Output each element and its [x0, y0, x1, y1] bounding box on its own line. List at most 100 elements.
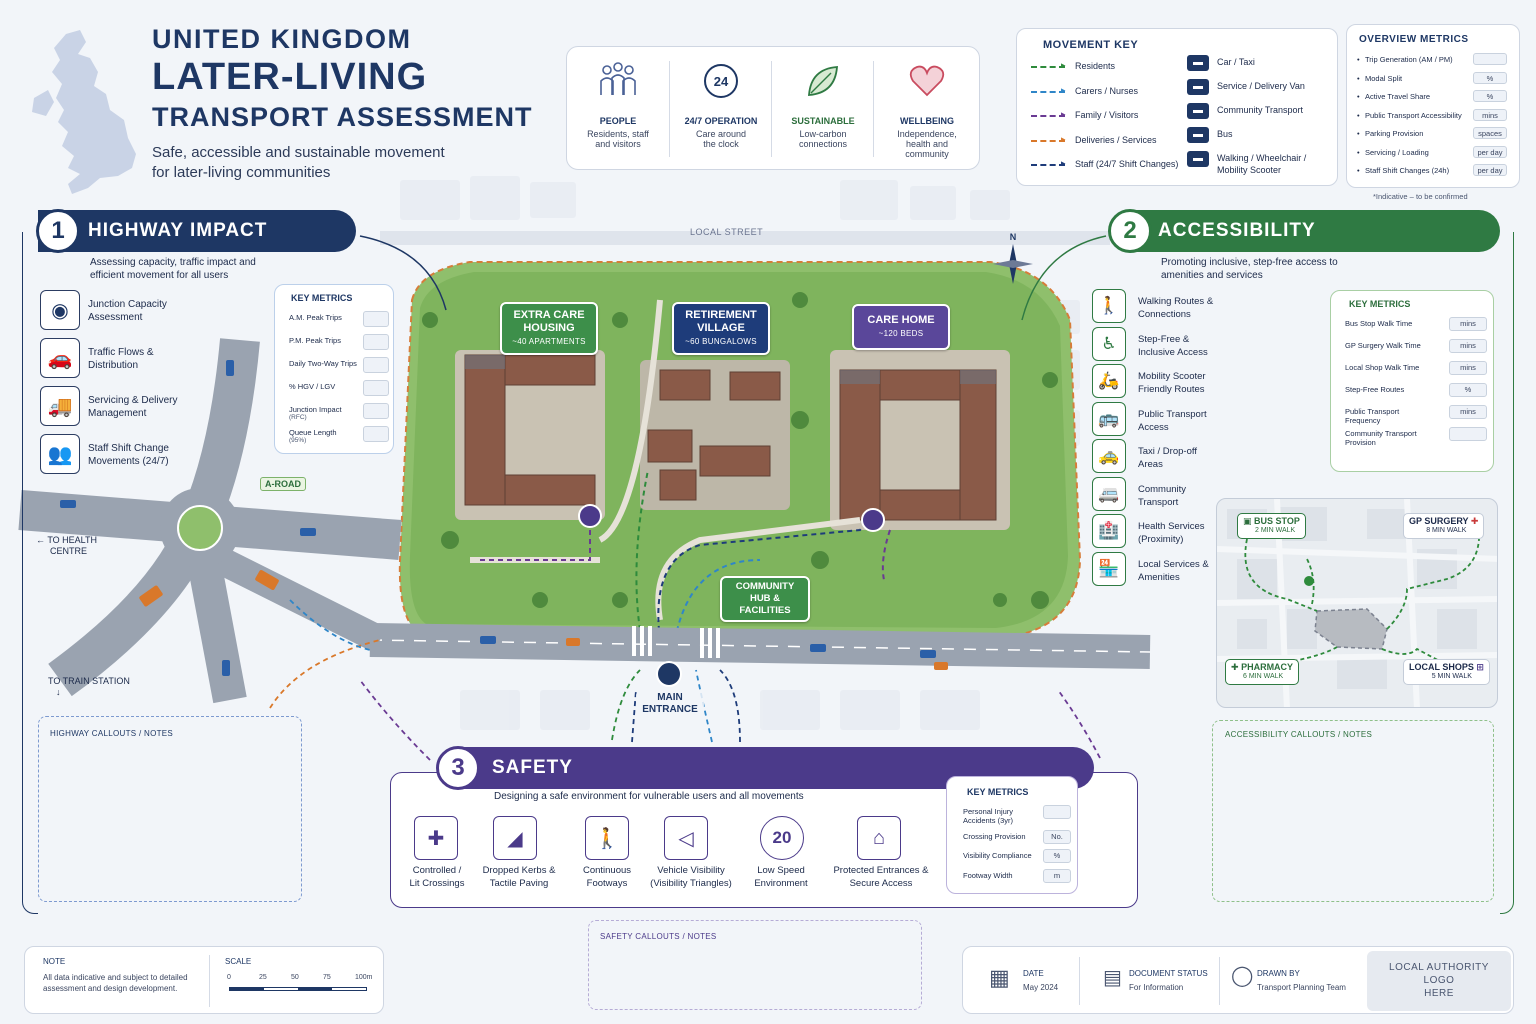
highway-metric-value[interactable]	[363, 357, 389, 373]
scooter-icon: 🛵	[1092, 364, 1126, 398]
footway-icon: 🚶	[585, 816, 629, 860]
highway-item-label: Movements (24/7)	[88, 456, 169, 467]
safety-metric-value[interactable]: %	[1043, 849, 1071, 863]
access-metric-value[interactable]: mins	[1449, 317, 1487, 331]
access-callouts-box[interactable]	[1212, 720, 1494, 902]
safety-desc: Designing a safe environment for vulnera…	[494, 791, 804, 802]
a-road-label: A-ROAD	[260, 477, 306, 491]
note-line-2: assessment and design development.	[43, 984, 178, 993]
subtitle-line-2: for later-living communities	[152, 164, 331, 181]
overview-metric-value[interactable]: spaces	[1473, 127, 1507, 139]
safety-callouts-title: SAFETY CALLOUTS / NOTES	[600, 932, 717, 941]
note-panel: NOTE All data indicative and subject to …	[24, 946, 384, 1014]
legend-line-label: Carers / Nurses	[1075, 85, 1139, 96]
van-icon: ▬	[1187, 79, 1209, 95]
access-metric-value[interactable]: mins	[1449, 405, 1487, 419]
safety-title: SAFETY	[492, 757, 573, 778]
access-metric-value[interactable]	[1449, 427, 1487, 441]
highway-item-label: Junction Capacity	[88, 299, 167, 310]
access-item-label: Public Transport	[1138, 408, 1207, 420]
minibus-icon: ▬	[1187, 103, 1209, 119]
overview-metric-label: Modal Split	[1365, 73, 1403, 83]
overview-metric-value[interactable]: %	[1473, 71, 1507, 84]
legend-line-label: Residents	[1075, 61, 1116, 71]
overview-metric-label: •	[1357, 55, 1362, 64]
gp-surgery-marker[interactable]: GP SURGERY ✚8 MIN WALK	[1403, 513, 1485, 539]
scale-title: SCALE	[225, 957, 252, 966]
local-shops-marker[interactable]: LOCAL SHOPS ⊞5 MIN WALK	[1403, 659, 1490, 685]
overview-metric-value[interactable]: per day	[1473, 145, 1507, 158]
shops-walk: 5 MIN WALK	[1431, 673, 1472, 680]
kerb-icon: ◢	[493, 816, 537, 860]
highway-metric-value[interactable]	[363, 380, 389, 396]
access-item-label: Friendly Routes	[1138, 384, 1205, 395]
access-metric-value[interactable]: %	[1449, 383, 1487, 397]
extra-care-line-2: HOUSING	[523, 322, 575, 334]
highway-item-label: Staff Shift Change	[88, 443, 169, 454]
safety-metric-value[interactable]: m	[1043, 869, 1071, 883]
access-number: 2	[1108, 209, 1152, 253]
access-metric-value[interactable]: mins	[1449, 361, 1487, 375]
highway-metric-value[interactable]	[363, 334, 389, 350]
document-info-panel: ▦ DATE May 2024 ▤ DOCUMENT STATUS For In…	[962, 946, 1514, 1014]
access-item-label: Step-Free &	[1138, 333, 1190, 345]
overview-metric-value[interactable]: mins	[1473, 108, 1507, 121]
pillar-title: WELLBEING	[900, 116, 954, 126]
bus-stop-name: BUS STOP	[1254, 516, 1300, 526]
safety-item-label: Vehicle Visibility	[657, 865, 725, 876]
pharmacy-cross-icon: ✚	[1231, 662, 1239, 672]
retirement-line-2: VILLAGE	[697, 322, 745, 334]
safety-metric-label: Visibility Compliance	[963, 851, 1032, 860]
highway-metric-value[interactable]	[363, 311, 389, 327]
to-health-line-2: CENTRE	[50, 546, 88, 556]
safety-item-label: Footways	[586, 878, 628, 889]
access-metric-value[interactable]: mins	[1449, 339, 1487, 353]
overview-metric-value[interactable]: %	[1473, 90, 1507, 102]
legend-vehicle-label: Walking / Wheelchair /	[1217, 153, 1307, 163]
movement-key-title: MOVEMENT KEY	[1043, 39, 1139, 51]
highway-item-label: Servicing & Delivery	[88, 395, 178, 406]
title-line-1: UNITED KINGDOM	[152, 24, 412, 54]
access-metric-sub: Frequency	[1345, 416, 1381, 425]
visibility-icon: ◁	[664, 816, 708, 860]
legend-line-swatch	[1031, 115, 1065, 117]
access-item-label: Walking Routes &	[1138, 296, 1214, 307]
scale-tick-label: 25	[259, 974, 267, 981]
to-train-label: TO TRAIN STATION↓	[48, 676, 130, 697]
wheelchair-icon: ♿	[1092, 326, 1126, 361]
highway-metric-value[interactable]	[363, 426, 389, 442]
highway-callouts-box[interactable]	[38, 716, 302, 902]
overview-metric-value[interactable]: per day	[1473, 164, 1507, 176]
overview-metric-label: Parking Provision	[1365, 129, 1424, 138]
scale-tick-label: 100m	[355, 974, 373, 981]
bus-stop-walk: 2 MIN WALK	[1255, 527, 1296, 534]
care-home-badge[interactable]: CARE HOME~120 BEDS	[852, 304, 950, 350]
highway-metric-value[interactable]	[363, 403, 389, 419]
entrance-line-2: ENTRANCE	[642, 704, 698, 715]
safety-metric-value[interactable]: No.	[1043, 830, 1071, 844]
safety-callouts-box[interactable]	[588, 920, 922, 1010]
safety-metric-label: Crossing Provision	[963, 832, 1026, 841]
status-label: DOCUMENT STATUS	[1129, 969, 1208, 978]
document-icon: ▤	[1103, 967, 1122, 989]
highway-metric-label: Daily Two-Way Trips	[289, 359, 357, 368]
safety-item-label: Controlled /	[412, 865, 462, 876]
legend-arrow-icon: ▸	[1061, 158, 1066, 168]
compass-north-label: N	[1009, 232, 1017, 242]
authority-logo-placeholder: LOCAL AUTHORITY LOGO HERE	[1367, 951, 1511, 1011]
safety-metric-sub: Accidents (3yr)	[963, 816, 1014, 825]
taxi-icon: 🚕	[1092, 439, 1126, 473]
access-metric-label: Bus Stop Walk Time	[1345, 319, 1413, 328]
medical-cross-icon: ✚	[1470, 516, 1479, 526]
overview-metric-label: Trip Generation (AM / PM)	[1365, 55, 1453, 64]
safety-metric-value[interactable]	[1043, 805, 1071, 819]
overview-metric-value[interactable]	[1473, 53, 1507, 65]
access-panel-frame	[1500, 232, 1514, 914]
